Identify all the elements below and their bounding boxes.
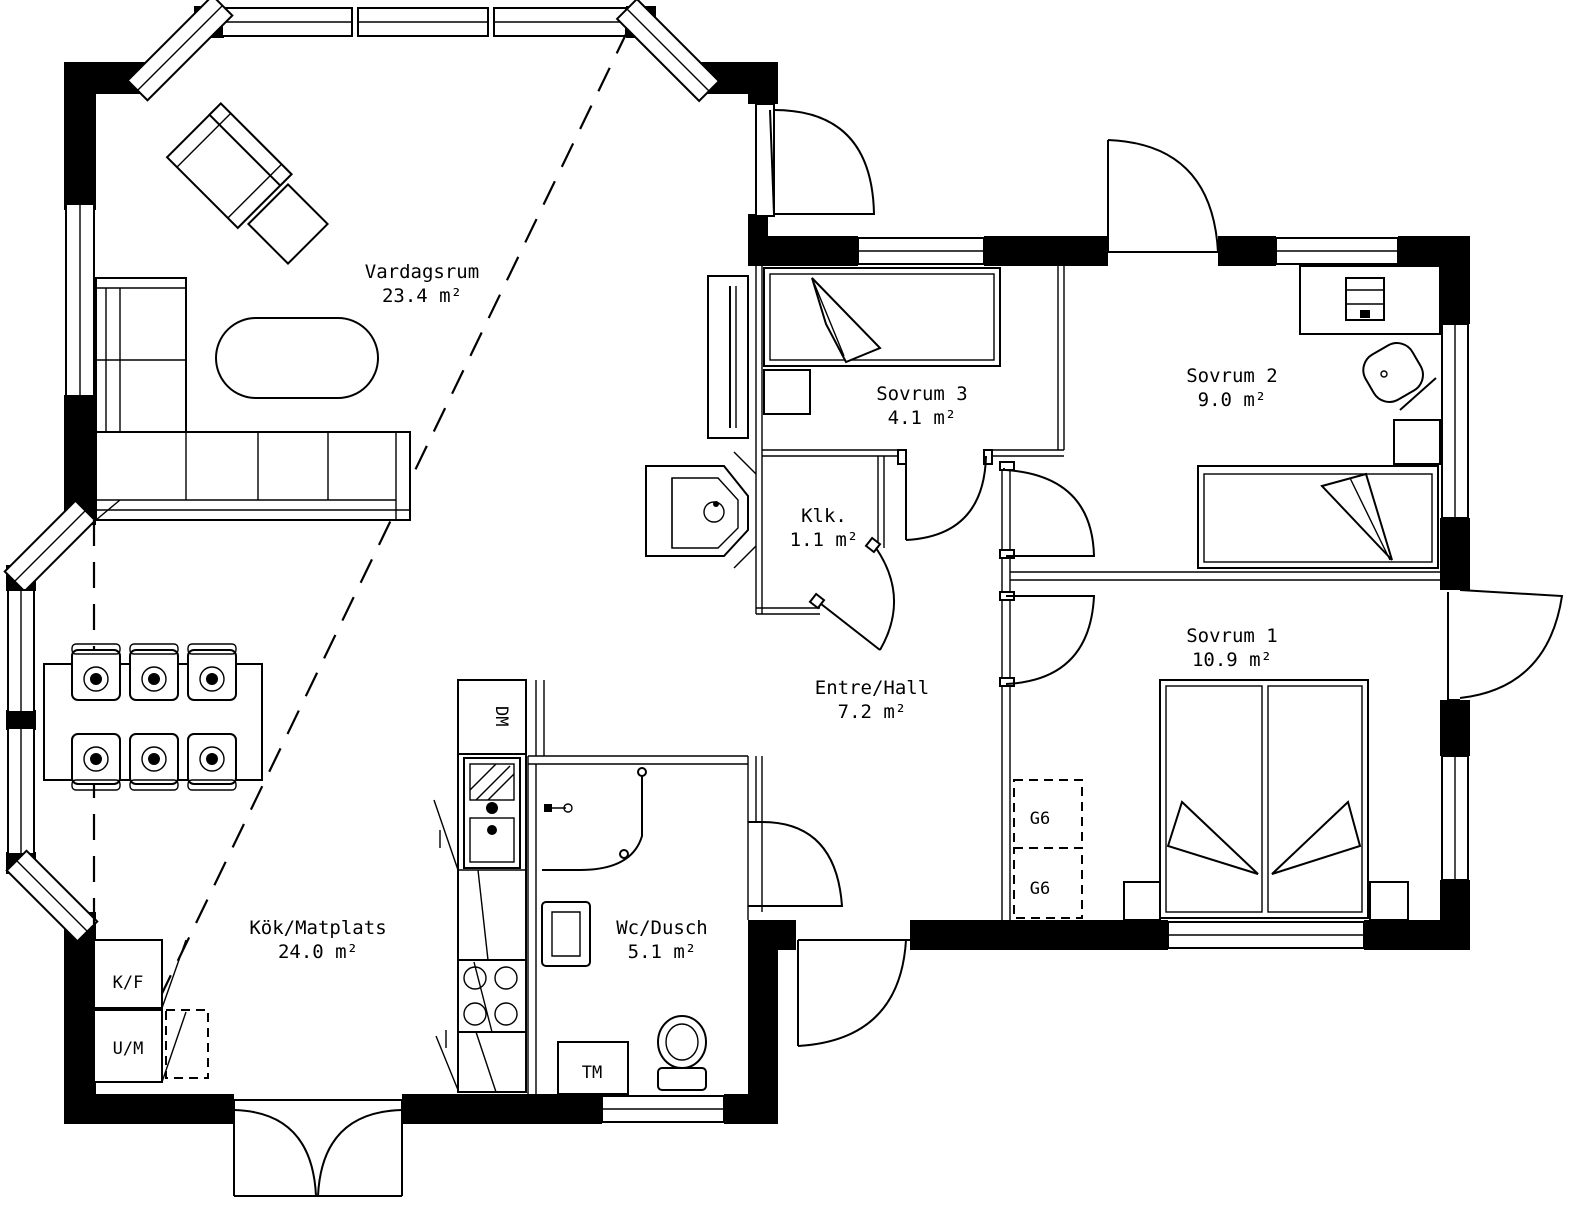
desk-chair — [1362, 342, 1424, 403]
kitchen-sink — [463, 757, 521, 869]
armchair — [165, 102, 293, 230]
door-swing — [773, 109, 876, 215]
dishwasher — [457, 679, 527, 755]
nightstand — [1123, 881, 1161, 921]
room-name-klk: Klk. — [801, 505, 847, 527]
nightstand — [763, 369, 811, 415]
room-name-wc: Wc/Dusch — [616, 917, 708, 939]
room-name-sovrum1: Sovrum 1 — [1186, 625, 1278, 647]
door-swing — [1005, 469, 1096, 557]
fridge-freezer — [93, 939, 163, 1009]
footstool — [246, 182, 330, 266]
bedroom2-furniture — [1197, 265, 1441, 569]
wall — [1440, 700, 1470, 756]
windows — [3, 0, 1469, 1123]
room-area-sovrum2: 9.0 m² — [1198, 389, 1267, 411]
room-area-vardagsrum: 23.4 m² — [382, 285, 462, 307]
bedroom3-furniture — [707, 267, 1001, 439]
room-area-sovrum3: 4.1 m² — [888, 407, 957, 429]
hall-furniture — [645, 451, 757, 569]
washbasin — [645, 465, 749, 557]
room-area-kok: 24.0 m² — [278, 941, 358, 963]
wall — [1364, 920, 1470, 950]
wall — [402, 1094, 602, 1124]
label-um: U/M — [113, 1039, 144, 1059]
wall — [748, 236, 858, 266]
wall — [6, 710, 36, 730]
interior-doors — [748, 455, 1096, 907]
zone-line — [153, 29, 629, 1011]
room-area-klk: 1.1 m² — [790, 529, 859, 551]
label-g6-upper: G6 — [1030, 809, 1050, 829]
wall — [748, 62, 778, 104]
door-swing — [1005, 595, 1096, 685]
living-room-furniture — [95, 102, 411, 521]
washer — [93, 1009, 163, 1083]
wall — [64, 912, 96, 1124]
nightstand — [1393, 419, 1441, 465]
label-g6-lower: G6 — [1030, 879, 1050, 899]
bedroom1-furniture — [1013, 679, 1409, 921]
label-tm: TM — [582, 1063, 602, 1083]
double-bed — [1159, 679, 1369, 919]
wall — [984, 236, 1108, 266]
fixture-labels: DM K/F U/M TM G6 G6 — [113, 706, 1051, 1083]
wall — [910, 920, 1168, 950]
door-swing — [1459, 589, 1564, 699]
door-swing — [797, 939, 907, 1047]
room-name-kok: Kök/Matplats — [249, 917, 386, 939]
laundry-machine — [557, 1041, 629, 1095]
stove — [457, 959, 527, 1033]
door-swing — [875, 547, 896, 651]
shower-screen — [542, 768, 643, 871]
wardrobe — [1013, 847, 1083, 919]
room-labels: Vardagsrum 23.4 m² Sovrum 3 4.1 m² Sovru… — [249, 261, 1277, 963]
sofa — [95, 277, 411, 521]
interior-walls — [527, 266, 1440, 1094]
wall — [748, 920, 778, 1124]
room-area-entre: 7.2 m² — [838, 701, 907, 723]
wall — [1440, 236, 1470, 324]
room-name-entre: Entre/Hall — [815, 677, 929, 699]
wall — [64, 395, 96, 525]
bathroom-fixtures — [541, 767, 707, 1095]
room-area-wc: 5.1 m² — [628, 941, 697, 963]
door-swing — [233, 1109, 317, 1197]
coffee-table — [215, 317, 379, 399]
door-swing — [905, 455, 987, 541]
nightstand — [1369, 881, 1409, 921]
room-area-sovrum1: 10.9 m² — [1192, 649, 1272, 671]
room-name-sovrum2: Sovrum 2 — [1186, 365, 1278, 387]
bathroom-sink — [541, 901, 591, 967]
room-name-sovrum3: Sovrum 3 — [876, 383, 968, 405]
room-name-vardagsrum: Vardagsrum — [365, 261, 479, 283]
wardrobe — [707, 275, 749, 439]
exterior-doors — [233, 103, 1564, 1197]
door — [755, 103, 775, 217]
door-swing — [1107, 139, 1219, 253]
door-swing — [761, 821, 844, 907]
bed — [1197, 465, 1439, 569]
wall — [1440, 518, 1470, 590]
door-swing — [317, 1109, 403, 1197]
label-dm: DM — [491, 706, 511, 726]
bed — [763, 267, 1001, 367]
label-kf: K/F — [113, 973, 144, 993]
kitchen-counter — [93, 679, 527, 1093]
dining-table — [43, 643, 263, 791]
wall — [1218, 236, 1276, 266]
wall — [724, 1094, 778, 1124]
